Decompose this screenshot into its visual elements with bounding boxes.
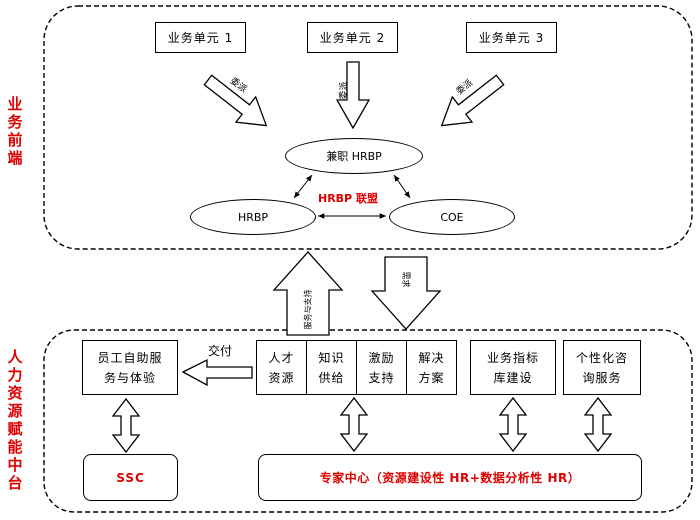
alliance-title: HRBP 联盟 [318, 192, 378, 205]
capability-line-1: 人才 [268, 350, 295, 365]
middle-region-border [43, 329, 693, 513]
consulting-line-2: 询服务 [582, 370, 622, 385]
down-arrow [370, 256, 442, 330]
consulting-box: 个性化咨 询服务 [563, 340, 641, 395]
capability-line-2: 支持 [368, 370, 395, 385]
down-arrow-label: 需求 [401, 271, 411, 288]
up-arrow-label: 服务与支持 [303, 289, 313, 330]
business-unit-1: 业务单元 1 [155, 22, 246, 53]
expert-center-box: 专家中心（资源建设性 HR+数据分析性 HR） [258, 454, 642, 501]
front-region-border [43, 5, 693, 250]
business-unit-2: 业务单元 2 [307, 22, 398, 53]
capability-line-1: 解决 [418, 350, 445, 365]
ssc-box: SSC [83, 454, 178, 501]
business-unit-3: 业务单元 3 [466, 22, 557, 53]
front-side-label: 业务前端 [7, 95, 23, 167]
self-service-line-1: 员工自助服 [97, 350, 163, 365]
hrbp-node: HRBP [190, 199, 316, 235]
deliver-arrow [181, 358, 253, 387]
vertical-arrow-ssc [111, 397, 141, 454]
capability-incentive-support: 激励 支持 [356, 340, 407, 395]
link-top-left [293, 174, 313, 199]
indicator-library-box: 业务指标 库建设 [470, 340, 556, 395]
self-service-box: 员工自助服 务与体验 [82, 340, 178, 395]
link-top-right [393, 174, 411, 199]
capability-line-1: 激励 [368, 350, 395, 365]
capability-line-2: 方案 [418, 370, 445, 385]
up-arrow [272, 251, 344, 336]
consulting-line-1: 个性化咨 [575, 350, 628, 365]
capability-solutions: 解决 方案 [406, 340, 457, 395]
dispatch-arrow-right [440, 74, 505, 127]
vertical-arrow-capabilities [339, 396, 369, 453]
dispatch-arrow-left [203, 74, 268, 127]
middle-side-label: 人力资源赋能中台 [7, 348, 23, 492]
self-service-line-2: 务与体验 [103, 370, 156, 385]
capability-knowledge-supply: 知识 供给 [306, 340, 357, 395]
capability-line-2: 资源 [268, 370, 295, 385]
capability-line-2: 供给 [318, 370, 345, 385]
capability-talent-resource: 人才 资源 [256, 340, 307, 395]
indicator-line-1: 业务指标 [486, 350, 539, 365]
capability-line-1: 知识 [318, 350, 345, 365]
deliver-label: 交付 [208, 344, 233, 358]
vertical-arrow-consulting [583, 396, 613, 453]
vertical-arrow-indicator [498, 396, 528, 453]
dispatch-arrow-center [335, 61, 371, 130]
dispatch-label-center: 委派 [339, 81, 350, 100]
indicator-line-2: 库建设 [493, 370, 533, 385]
coe-node: COE [389, 199, 515, 235]
part-time-hrbp-node: 兼职 HRBP [285, 138, 423, 174]
